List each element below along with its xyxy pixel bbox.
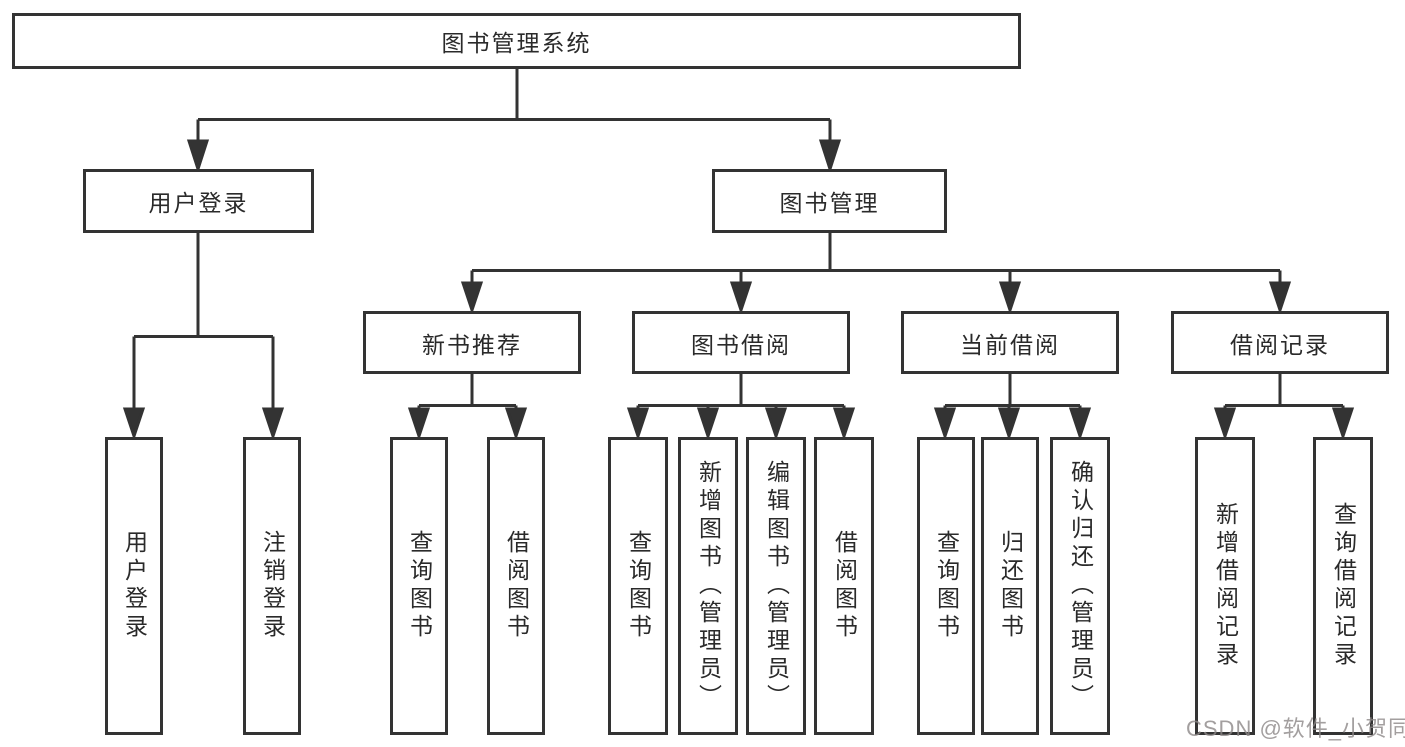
arrowhead: [122, 407, 146, 441]
leaf-query-borrow-record: 查询借阅记录: [1313, 437, 1373, 735]
arrowhead: [407, 407, 431, 441]
arrowhead: [729, 281, 753, 315]
arrowhead: [460, 281, 484, 315]
leaf-borrow-books-recommend: 借阅图书: [487, 437, 545, 735]
arrowhead: [1268, 281, 1292, 315]
node-book-management: 图书管理: [712, 169, 947, 233]
leaf-logout: 注销登录: [243, 437, 301, 735]
arrowhead: [696, 407, 720, 441]
arrowhead: [1213, 407, 1237, 441]
leaf-add-book-admin: 新增图书（管理员）: [678, 437, 738, 735]
arrowhead: [933, 407, 957, 441]
leaf-query-books-current: 查询图书: [917, 437, 975, 735]
arrowhead: [186, 139, 210, 174]
connector-root-to-level2: [186, 69, 842, 174]
arrowhead: [832, 407, 856, 441]
leaf-edit-book-admin: 编辑图书（管理员）: [746, 437, 806, 735]
arrowhead: [626, 407, 650, 441]
leaf-query-books-borrowing: 查询图书: [608, 437, 668, 735]
node-root: 图书管理系统: [12, 13, 1021, 69]
connector-book-management-children: [460, 233, 1292, 315]
connector-user-login-children: [122, 233, 285, 441]
csdn-watermark: CSDN @软件_小贺同学: [1186, 716, 1405, 741]
arrowhead: [504, 407, 528, 441]
arrowhead: [1068, 407, 1092, 441]
leaf-query-books-recommend: 查询图书: [390, 437, 448, 735]
node-book-borrowing: 图书借阅: [632, 311, 850, 374]
leaf-confirm-return-admin: 确认归还（管理员）: [1050, 437, 1110, 735]
arrowhead: [997, 407, 1021, 441]
node-user-login: 用户登录: [83, 169, 314, 233]
node-current-borrowing: 当前借阅: [901, 311, 1119, 374]
arrowhead: [261, 407, 285, 441]
leaf-borrow-books-borrowing: 借阅图书: [814, 437, 874, 735]
arrowhead: [818, 139, 842, 174]
connector-book-borrow-children: [626, 374, 856, 441]
leaf-user-login: 用户登录: [105, 437, 163, 735]
node-borrowing-records: 借阅记录: [1171, 311, 1389, 374]
leaf-add-borrow-record: 新增借阅记录: [1195, 437, 1255, 735]
arrowhead: [1331, 407, 1355, 441]
connector-new-book-children: [407, 374, 528, 441]
node-new-book-recommend: 新书推荐: [363, 311, 581, 374]
connector-records-children: [1213, 374, 1355, 441]
arrowhead: [998, 281, 1022, 315]
leaf-return-books: 归还图书: [981, 437, 1039, 735]
connector-current-borrow-children: [933, 374, 1092, 441]
arrowhead: [764, 407, 788, 441]
